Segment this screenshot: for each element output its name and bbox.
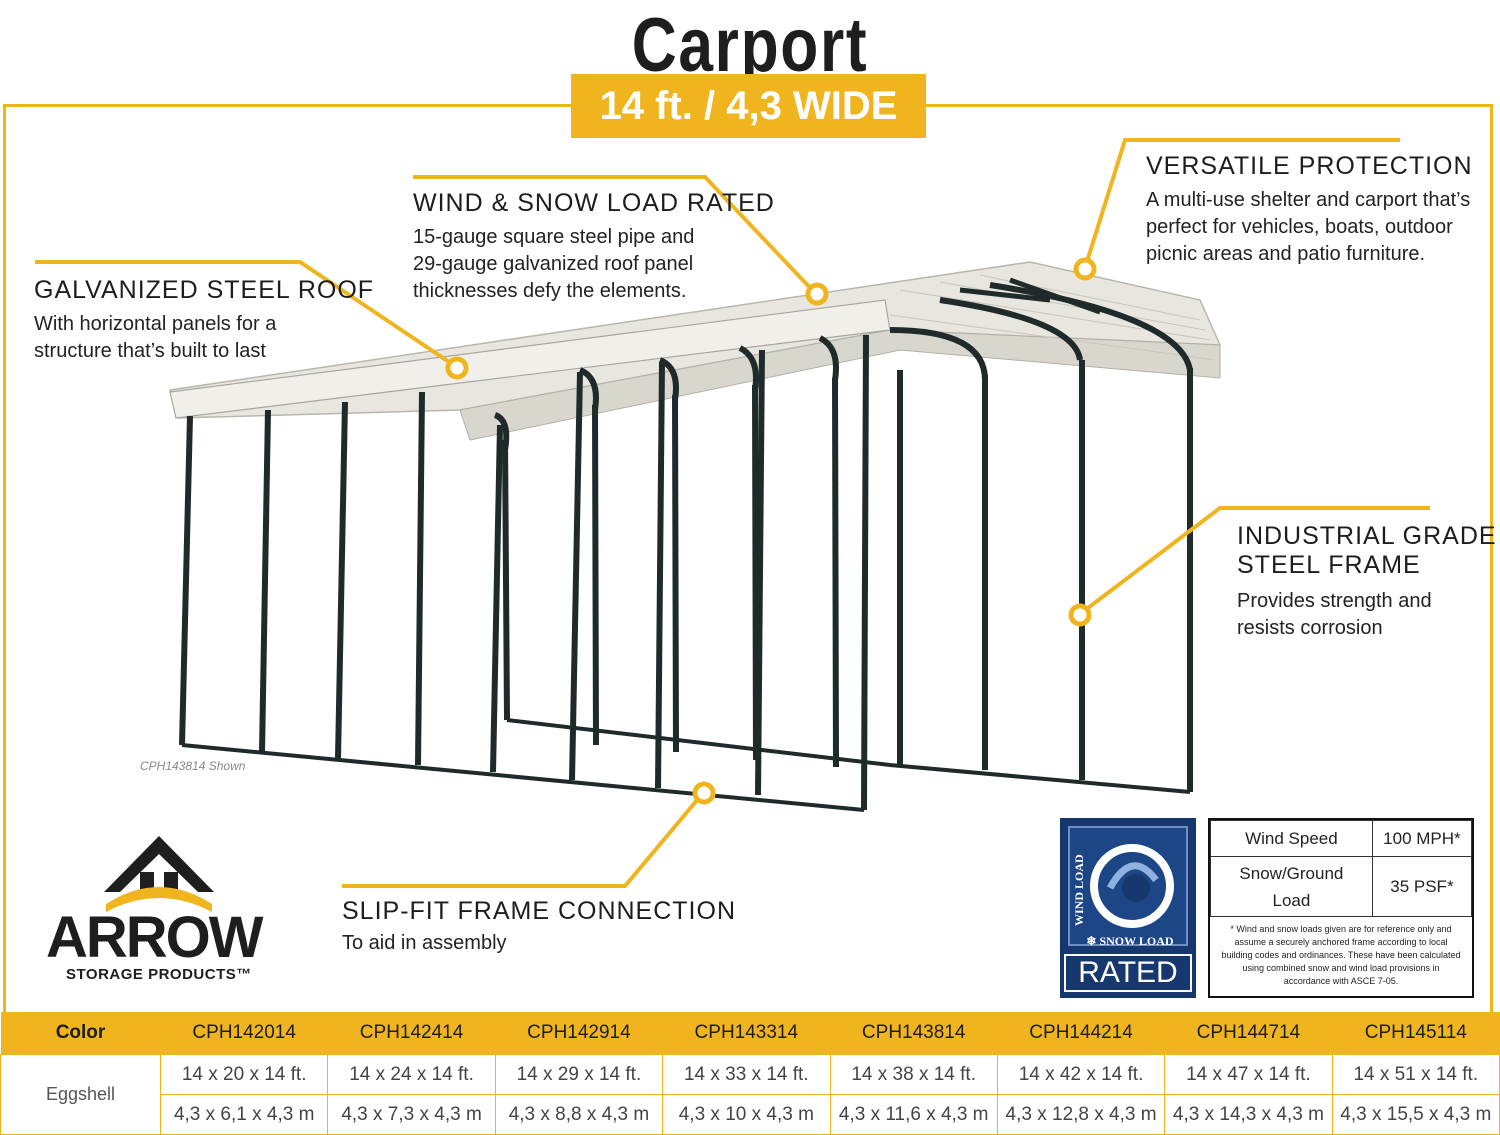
logo-subtitle: STORAGE PRODUCTS™ — [66, 966, 252, 983]
model-header-row: Color CPH142014 CPH142414 CPH142914 CPH1… — [0, 1012, 1500, 1055]
callout-text-line: Provides strength and — [1237, 590, 1432, 612]
callout-versatile-protection: VERSATILE PROTECTION A multi-use shelter… — [1146, 152, 1473, 268]
spec-label: Snow/Ground Load — [1210, 856, 1373, 917]
color-value: Eggshell — [0, 1054, 161, 1135]
load-rated-badge: WIND LOAD ❄ SNOW LOAD RATED — [1060, 818, 1196, 998]
callout-wind-snow: WIND & SNOW LOAD RATED 15-gauge square s… — [413, 189, 775, 305]
badge-rated-text: RATED — [1064, 954, 1192, 992]
callout-text-line: A multi-use shelter and carport that’s — [1146, 189, 1471, 211]
logo-wordmark: ARROW — [46, 905, 264, 970]
metric-size: 4,3 x 10 x 4,3 m — [662, 1094, 831, 1135]
width-banner: 14 ft. / 4,3 WIDE — [571, 74, 926, 138]
model-number: CPH142914 — [495, 1012, 663, 1055]
carport-illustration — [35, 138, 1430, 888]
callout-text-line: resists corrosion — [1237, 617, 1383, 639]
house-roof-icon — [104, 836, 214, 912]
spec-row: Snow/Ground Load 35 PSF* — [1210, 856, 1473, 917]
metric-size: 4,3 x 14,3 x 4,3 m — [1164, 1094, 1333, 1135]
callout-heading: VERSATILE PROTECTION — [1146, 152, 1473, 180]
model-number: CPH143314 — [662, 1012, 830, 1055]
callout-heading: WIND & SNOW LOAD RATED — [413, 189, 775, 217]
spec-value: 100 MPH* — [1371, 820, 1473, 857]
callout-text-line: 15-gauge square steel pipe and — [413, 226, 695, 248]
callout-text-line: To aid in assembly — [342, 932, 507, 954]
title-text: Carport — [631, 3, 869, 88]
callout-text-line: structure that’s built to last — [34, 340, 266, 362]
metric-size: 4,3 x 11,6 x 4,3 m — [829, 1094, 998, 1135]
callout-steel-frame: INDUSTRIAL GRADE STEEL FRAME Provides st… — [1237, 522, 1497, 642]
color-header: Color — [0, 1012, 161, 1055]
model-number: CPH144214 — [997, 1012, 1165, 1055]
metric-size: 4,3 x 6,1 x 4,3 m — [159, 1094, 329, 1135]
badge-emblem: WIND LOAD — [1068, 826, 1188, 946]
imperial-size: 14 x 42 x 14 ft. — [996, 1054, 1166, 1095]
metric-size: 4,3 x 15,5 x 4,3 m — [1331, 1094, 1500, 1135]
metric-size: 4,3 x 12,8 x 4,3 m — [996, 1094, 1166, 1135]
callout-text-line: 29-gauge galvanized roof panel — [413, 253, 694, 275]
spec-footnote: * Wind and snow loads given are for refe… — [1221, 924, 1461, 986]
metric-row: 4,3 x 6,1 x 4,3 m 4,3 x 7,3 x 4,3 m 4,3 … — [1, 1094, 1500, 1135]
callout-galvanized-roof: GALVANIZED STEEL ROOF With horizontal pa… — [34, 276, 374, 365]
model-table: Color CPH142014 CPH142414 CPH142914 CPH1… — [0, 1012, 1500, 1135]
callout-heading: SLIP-FIT FRAME CONNECTION — [342, 897, 737, 925]
page-title: Carport — [135, 2, 1365, 89]
spec-row: Wind Speed 100 MPH* — [1210, 820, 1473, 857]
callout-text-line: picnic areas and patio furniture. — [1146, 243, 1426, 265]
imperial-size: 14 x 47 x 14 ft. — [1164, 1054, 1333, 1095]
snowflake-icon: ❄ — [1086, 934, 1097, 948]
swirl-icon — [1090, 844, 1174, 928]
spec-value: 35 PSF* — [1371, 856, 1473, 917]
metric-size: 4,3 x 7,3 x 4,3 m — [327, 1094, 496, 1135]
spec-label: Wind Speed — [1210, 820, 1373, 857]
imperial-size: 14 x 38 x 14 ft. — [829, 1054, 998, 1095]
model-number: CPH142014 — [160, 1012, 328, 1055]
badge-snow-text: ❄ SNOW LOAD — [1070, 934, 1190, 949]
callout-heading: INDUSTRIAL GRADE — [1237, 522, 1497, 550]
callout-heading: STEEL FRAME — [1237, 551, 1421, 579]
callout-slip-fit: SLIP-FIT FRAME CONNECTION To aid in asse… — [342, 897, 736, 957]
image-caption: CPH143814 Shown — [140, 759, 246, 773]
model-number: CPH145114 — [1332, 1012, 1500, 1055]
imperial-row: Eggshell 14 x 20 x 14 ft. 14 x 24 x 14 f… — [0, 1054, 1500, 1135]
callout-text-line: With horizontal panels for a — [34, 313, 277, 335]
imperial-size: 14 x 33 x 14 ft. — [662, 1054, 831, 1095]
metric-size: 4,3 x 8,8 x 4,3 m — [494, 1094, 664, 1135]
load-spec-table: Wind Speed 100 MPH* Snow/Ground Load 35 … — [1208, 818, 1474, 998]
callout-text-line: thicknesses defy the elements. — [413, 280, 687, 302]
imperial-size: 14 x 51 x 14 ft. — [1331, 1054, 1500, 1095]
imperial-size: 14 x 20 x 14 ft. — [159, 1054, 329, 1095]
badge-snow-label: SNOW LOAD — [1099, 934, 1174, 948]
badge-vertical-text: WIND LOAD — [1072, 854, 1086, 926]
arrow-logo: ARROW STORAGE PRODUCTS™ — [44, 832, 284, 992]
model-number: CPH144714 — [1164, 1012, 1333, 1055]
callout-text-line: perfect for vehicles, boats, outdoor — [1146, 216, 1453, 238]
imperial-size: 14 x 24 x 14 ft. — [327, 1054, 496, 1095]
callout-heading: GALVANIZED STEEL ROOF — [34, 276, 375, 304]
model-number: CPH143814 — [830, 1012, 998, 1055]
imperial-size: 14 x 29 x 14 ft. — [494, 1054, 664, 1095]
model-number: CPH142414 — [327, 1012, 496, 1055]
